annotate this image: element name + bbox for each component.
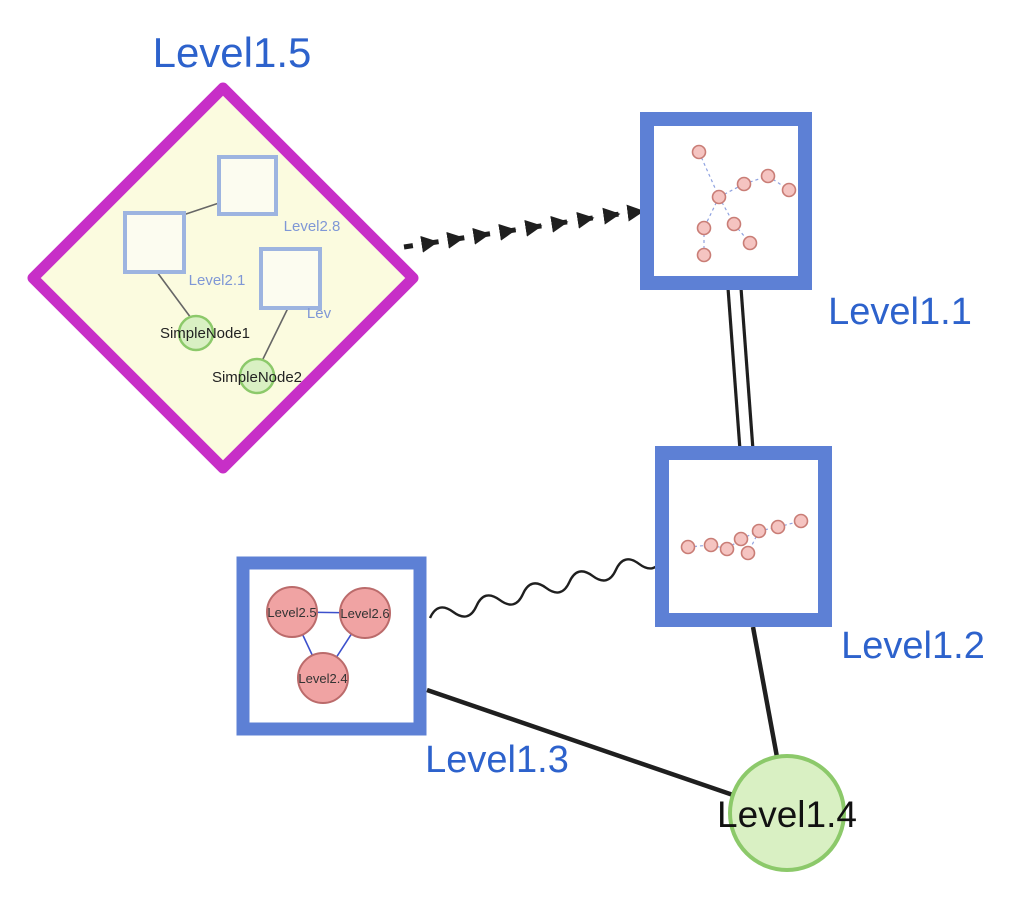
mini-node[interactable] [696, 220, 712, 236]
double-edge-line-1 [726, 287, 742, 451]
edge-level21-simplenode1[interactable] [156, 271, 192, 319]
mini-node[interactable] [726, 216, 742, 232]
group-level11: Level1.1 [640, 112, 972, 333]
node-level25[interactable] [266, 586, 318, 638]
lev-label: Lev [307, 305, 332, 322]
mini-edge [718, 183, 745, 198]
node-level14[interactable] [728, 754, 846, 872]
level28-label: Level2.8 [284, 218, 341, 235]
mini-graph-level12 [680, 513, 809, 561]
level11-box[interactable] [640, 112, 812, 290]
group-level14: Level1.4 [717, 754, 857, 872]
mini-node[interactable] [760, 168, 776, 184]
mini-node[interactable] [770, 519, 786, 535]
square-lev[interactable] [259, 247, 322, 310]
square-level21[interactable] [123, 211, 186, 274]
node-simplenode1[interactable] [177, 314, 215, 352]
level15-label: Level1.5 [153, 29, 312, 76]
mini-node[interactable] [742, 235, 758, 251]
node-simplenode2[interactable] [238, 357, 276, 395]
edge-level28-level21[interactable] [179, 202, 220, 217]
edge-level13-level12-wavy[interactable] [428, 551, 664, 626]
level26-label: Level2.6 [340, 606, 389, 621]
mini-graph-level11 [691, 144, 797, 263]
edge-level13-level14[interactable] [426, 687, 734, 798]
level21-label: Level2.1 [189, 272, 246, 289]
mini-node[interactable] [703, 537, 719, 553]
mini-node[interactable] [781, 182, 797, 198]
group-level12: Level1.2 [655, 446, 985, 667]
edge-level11-level12[interactable] [726, 287, 755, 451]
group-level13: Level2.5 Level2.6 Level2.4 Level1.3 [236, 556, 569, 781]
level25-label: Level2.5 [267, 605, 316, 620]
mini-node[interactable] [711, 189, 727, 205]
level14-label: Level1.4 [717, 794, 857, 835]
mini-edge [767, 175, 790, 191]
simplenode2-label: SimpleNode2 [212, 369, 302, 386]
edges [403, 204, 780, 798]
double-edge-line-2 [739, 287, 755, 451]
level24-label: Level2.4 [298, 671, 347, 686]
node-level24[interactable] [297, 652, 349, 704]
mini-edge [743, 175, 769, 185]
mini-node[interactable] [696, 247, 712, 263]
mini-node[interactable] [751, 523, 767, 539]
edge-level15-level11[interactable] [403, 204, 645, 253]
mini-node[interactable] [740, 545, 756, 561]
mini-node[interactable] [691, 144, 707, 160]
edge-lev-simplenode2[interactable] [261, 307, 289, 362]
level11-label: Level1.1 [828, 291, 972, 333]
node-level26[interactable] [339, 587, 391, 639]
mini-node[interactable] [736, 176, 752, 192]
level12-label: Level1.2 [841, 625, 985, 667]
level15-diamond[interactable] [27, 82, 419, 474]
group-level15: Level1.5 Level2.8 Level2.1 Lev SimpleNod… [27, 29, 419, 474]
edge-level12-level14[interactable] [750, 626, 780, 758]
mini-edge [698, 151, 720, 198]
mini-node[interactable] [733, 531, 749, 547]
square-level28[interactable] [217, 155, 278, 216]
simplenode1-label: SimpleNode1 [160, 325, 250, 342]
mini-node[interactable] [719, 541, 735, 557]
level13-label: Level1.3 [425, 739, 569, 781]
mini-node[interactable] [680, 539, 696, 555]
edge-level13-level12-wavy-group [428, 551, 664, 626]
level13-box[interactable] [236, 556, 427, 736]
mini-node[interactable] [793, 513, 809, 529]
